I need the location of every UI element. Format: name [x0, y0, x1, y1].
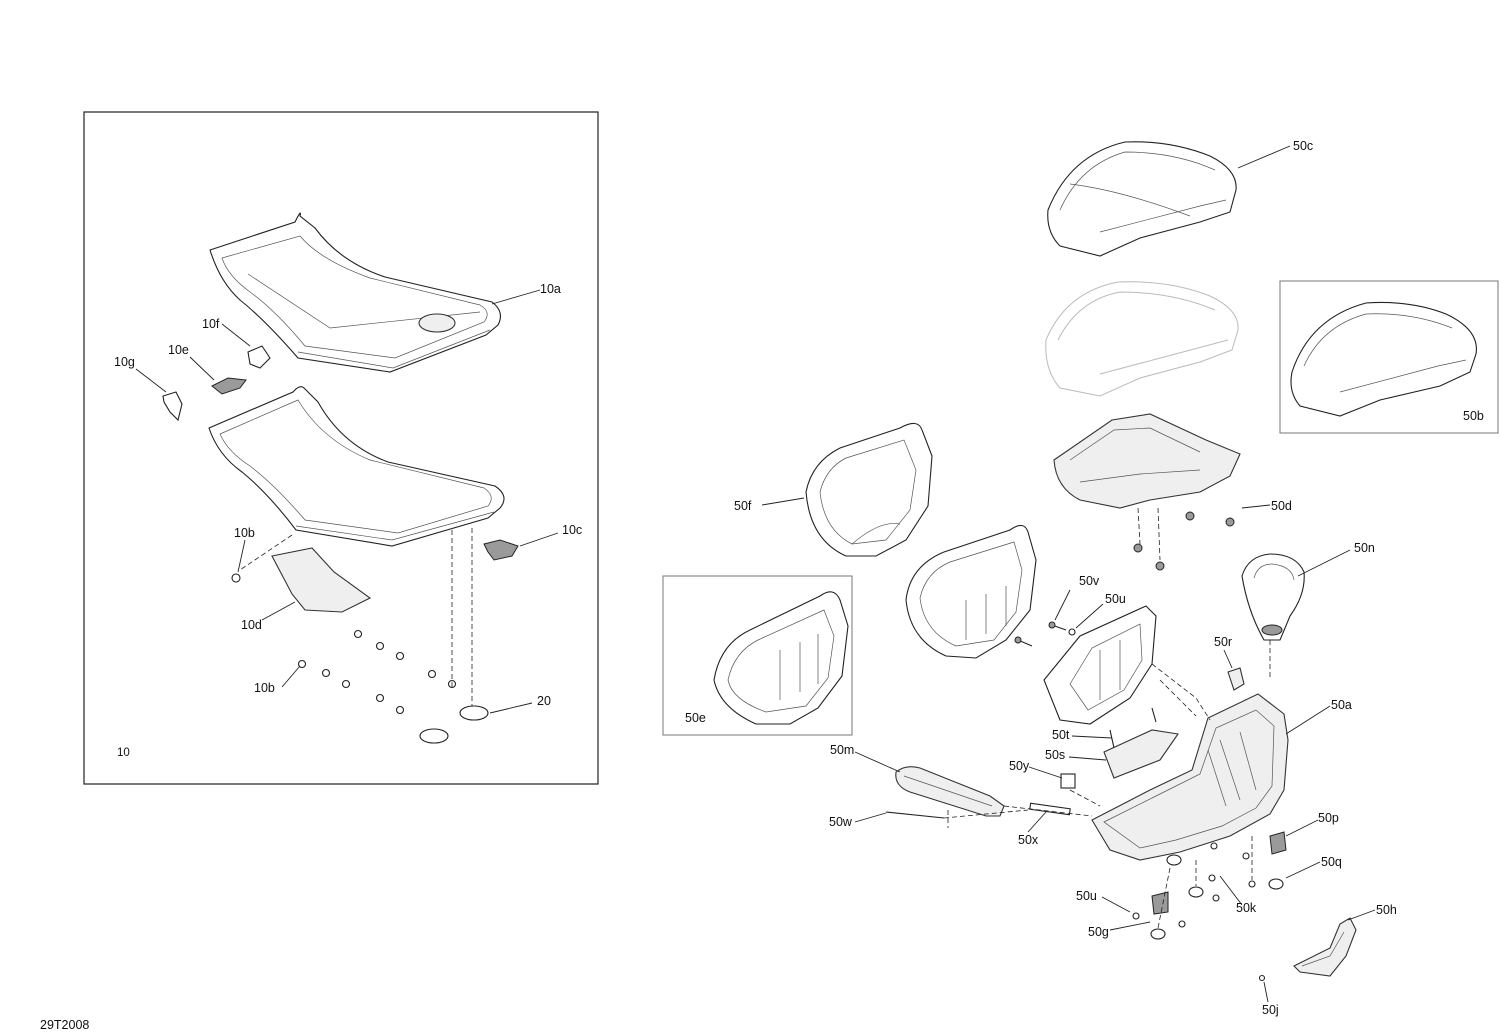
callout-50d: 50d — [1271, 499, 1292, 513]
latch-10e — [211, 377, 247, 395]
callout-50g: 50g — [1088, 925, 1109, 939]
callout-50y: 50y — [1009, 759, 1030, 773]
frame-50a — [1091, 693, 1289, 861]
screw-50j — [1258, 974, 1266, 982]
pin-50x — [1029, 802, 1071, 816]
callout-10e: 10e — [168, 343, 189, 357]
callout-10d: 10d — [241, 618, 262, 632]
clip-50r — [1227, 667, 1245, 691]
seat-cover-50c — [1047, 141, 1237, 257]
seat-ghost-outline — [1045, 281, 1239, 397]
callout-10g: 10g — [114, 355, 135, 369]
callout-50h: 50h — [1376, 903, 1397, 917]
callout-50f: 50f — [734, 499, 752, 513]
callout-50k: 50k — [1236, 901, 1257, 915]
callout-50m: 50m — [830, 743, 854, 757]
callout-10f: 10f — [202, 317, 220, 331]
callout-50u-1: 50u — [1105, 592, 1126, 606]
seat-base-50d — [1053, 413, 1241, 571]
latch-10c — [483, 539, 519, 561]
callout-50c: 50c — [1293, 139, 1313, 153]
frame-50e — [662, 575, 853, 736]
left-panel-frame — [83, 111, 599, 785]
pad-50s — [1103, 729, 1179, 779]
callout-50r: 50r — [1214, 635, 1232, 649]
callout-50n: 50n — [1354, 541, 1375, 555]
backrest-50e — [713, 591, 849, 725]
group-label-10: 10 — [117, 747, 130, 759]
feet-and-fasteners — [1132, 831, 1287, 940]
callout-50e: 50e — [685, 711, 706, 725]
callout-50w: 50w — [829, 815, 853, 829]
callout-10a: 10a — [540, 282, 561, 296]
callout-10c: 10c — [562, 523, 582, 537]
backrest-middle — [905, 524, 1037, 659]
fasteners-10b — [231, 573, 457, 715]
screws-50v-50u — [1014, 621, 1157, 749]
bracket-50h — [1293, 917, 1357, 977]
bumpers-20 — [419, 705, 489, 744]
callout-50b: 50b — [1463, 409, 1484, 423]
backrest-50f — [805, 422, 933, 557]
diagram-code: 29T2008 — [40, 1018, 89, 1032]
callout-50a: 50a — [1331, 698, 1352, 712]
clip-10g — [162, 391, 183, 422]
callout-50v: 50v — [1079, 574, 1100, 588]
seat-cover-50b — [1290, 301, 1477, 417]
callout-50j: 50j — [1262, 1003, 1279, 1017]
cover-50n — [1241, 553, 1305, 641]
frame-50b — [1279, 280, 1499, 434]
plate-10d — [271, 547, 372, 613]
callout-10b-2: 10b — [254, 681, 275, 695]
callout-50x: 50x — [1018, 833, 1039, 847]
backrest-plate — [1043, 605, 1157, 725]
callout-50t: 50t — [1052, 728, 1070, 742]
handle-50m — [895, 766, 1005, 817]
callout-50q: 50q — [1321, 855, 1342, 869]
bushing-50y — [1060, 773, 1076, 789]
callout-20: 20 — [537, 694, 551, 708]
callout-50u-2: 50u — [1076, 889, 1097, 903]
seat-foam-lower — [208, 386, 505, 547]
callout-50p: 50p — [1318, 811, 1339, 825]
seat-cover-10a — [209, 212, 501, 373]
callout-50s: 50s — [1045, 748, 1065, 762]
clip-10f — [247, 345, 271, 369]
callout-10b-1: 10b — [234, 526, 255, 540]
bolt-50w — [885, 811, 945, 819]
